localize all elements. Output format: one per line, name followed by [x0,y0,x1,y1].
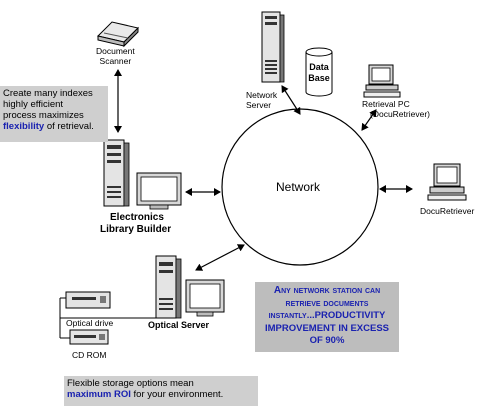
storage-bracket [59,297,156,339]
network-server-label: Network Server [246,90,277,110]
network-callout-line3b: ...PRODUCTIVITY [306,310,386,321]
database-icon [305,47,333,97]
storage-note-line2: maximum ROI for your environment. [67,389,255,400]
arrow-server-network [281,85,301,115]
network-label: Network [276,180,321,194]
scanner-label-line1: Document [96,46,135,56]
storage-note: Flexible storage options mean maximum RO… [64,376,258,406]
indexes-note: Create many indexes highly efficient pro… [0,86,108,142]
network-callout-line4: IMPROVEMENT IN EXCESS [264,322,390,334]
retrieval-pc-label-line1: Retrieval PC [362,99,410,109]
optical-drive-icon [65,291,111,309]
arrow-retrievalpc-network [361,109,377,131]
indexes-note-line4: flexibility of retrieval. [3,121,105,132]
optical-server-label: Optical Server [148,320,210,330]
network-callout-line2: retrieve documents [285,297,369,309]
cd-rom-icon [69,329,109,345]
scanner-label-line2: Scanner [99,56,132,66]
retrieval-pc-icon [363,64,401,98]
network-callout-line3: instantly...PRODUCTIVITY [257,310,397,323]
scanner-icon [97,21,139,48]
indexes-note-line3: process maximizes [3,110,84,121]
optical-drive-label: Optical drive [66,318,114,328]
docuretriever-label: DocuRetriever [420,206,475,216]
library-builder-label-line2: Library Builder [100,224,172,235]
indexes-note-line1: Create many indexes [3,88,93,99]
docuretriever-pc-icon [427,163,467,201]
database-label-line1: Data [309,62,329,72]
retrieval-pc-label: Retrieval PC (DocuRetriever) [362,99,430,119]
database-label-line2: Base [308,73,330,83]
storage-note-line1: Flexible storage options mean [67,378,194,389]
retrieval-pc-label-line2: (DocuRetriever) [370,109,430,119]
indexes-note-tail: of retrieval. [44,121,94,132]
library-builder-label: Electronics Library Builder [100,212,171,236]
storage-note-tail: for your environment. [130,389,224,400]
network-callout: Any network station can retrieve documen… [255,282,399,352]
storage-note-highlight: maximum ROI [67,389,131,400]
arrow-optical-network [195,244,245,271]
network-callout-line3a: instantly [268,310,307,321]
library-builder-icon [103,139,182,210]
library-builder-label-line1: Electronics [110,212,164,223]
network-server-label-line1: Network [246,90,278,100]
indexes-note-line2: highly efficient [3,99,64,110]
network-callout-line5: OF 90% [309,335,345,346]
cd-rom-label: CD ROM [72,350,107,360]
network-callout-line1: Any network station can [273,285,381,296]
indexes-note-highlight: flexibility [3,121,45,132]
network-server-icon [261,11,285,83]
network-server-label-line2: Server [246,100,272,110]
optical-server-icon [155,255,225,319]
database-label: Data Base [308,62,330,84]
scanner-label: Document Scanner [96,46,135,66]
